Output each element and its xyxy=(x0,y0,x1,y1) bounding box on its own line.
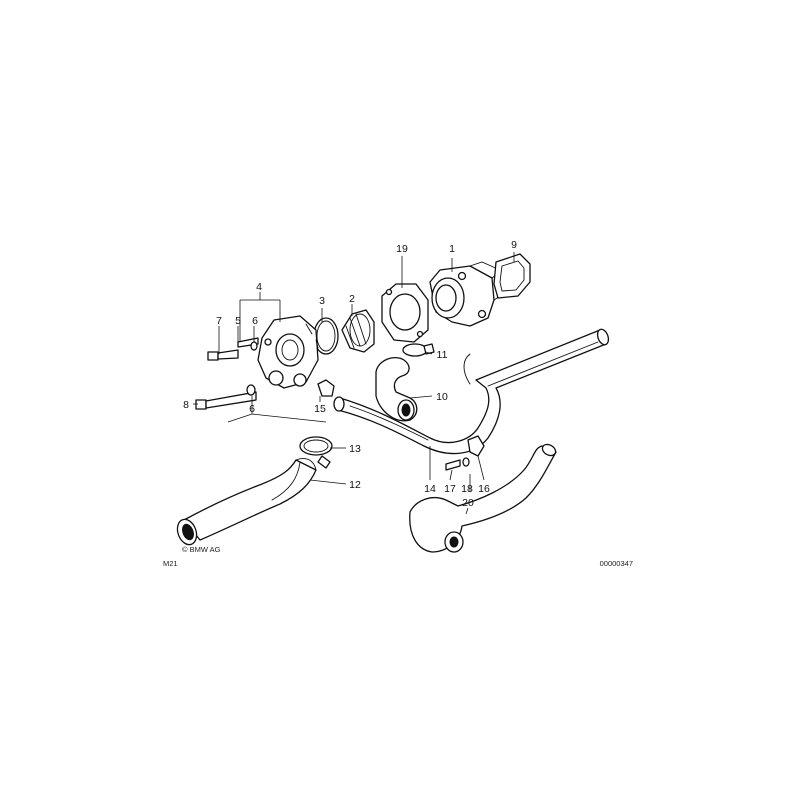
callout-19: 19 xyxy=(396,243,408,255)
bracket-16 xyxy=(467,435,485,457)
thermostat xyxy=(341,309,375,353)
bolt-17 xyxy=(445,459,461,471)
o-ring xyxy=(313,317,339,355)
bolt-8 xyxy=(195,391,257,410)
coolant-pipe xyxy=(333,328,610,455)
leader-lines xyxy=(193,252,515,515)
callout-7: 7 xyxy=(216,315,222,327)
washer-18 xyxy=(462,457,470,467)
callout-13: 13 xyxy=(349,443,361,455)
callout-1: 1 xyxy=(449,243,455,255)
callout-11: 11 xyxy=(437,349,448,361)
hose-12 xyxy=(176,458,317,546)
callout-6-upper: 6 xyxy=(252,315,258,327)
washer-6-upper xyxy=(250,341,258,351)
hose-clamp-13 xyxy=(299,436,333,469)
drawing-number: 00000347 xyxy=(600,559,633,568)
callout-3: 3 xyxy=(319,295,325,307)
callout-15: 15 xyxy=(314,403,326,415)
callout-12: 12 xyxy=(349,479,361,491)
callout-14: 14 xyxy=(424,483,436,495)
callout-5: 5 xyxy=(235,315,241,327)
model-code: M21 xyxy=(163,559,178,568)
callout-4: 4 xyxy=(256,281,262,293)
callout-8: 8 xyxy=(183,399,189,411)
callout-9: 9 xyxy=(511,239,517,251)
callout-16: 16 xyxy=(478,483,490,495)
thermostat-housing xyxy=(429,261,501,327)
callout-10: 10 xyxy=(436,391,448,403)
callout-18: 18 xyxy=(461,483,473,495)
pump-housing xyxy=(257,315,319,389)
bolt-7 xyxy=(207,349,239,361)
copyright-text: © BMW AG xyxy=(182,545,221,554)
callout-20: 20 xyxy=(462,497,474,509)
callout-labels: 1 2 3 4 5 6 7 8 6 9 10 11 12 13 14 15 16… xyxy=(183,239,517,509)
hose-20 xyxy=(409,443,557,553)
callout-2: 2 xyxy=(349,293,355,305)
callout-17: 17 xyxy=(444,483,456,495)
callout-6-lower: 6 xyxy=(249,403,255,415)
washer-6-lower xyxy=(246,384,256,396)
hose-clamp-11 xyxy=(402,343,435,357)
elbow-hose-10 xyxy=(375,357,418,422)
housing-gasket xyxy=(493,253,531,299)
flange-gasket xyxy=(381,283,429,343)
plug-15 xyxy=(317,379,335,397)
